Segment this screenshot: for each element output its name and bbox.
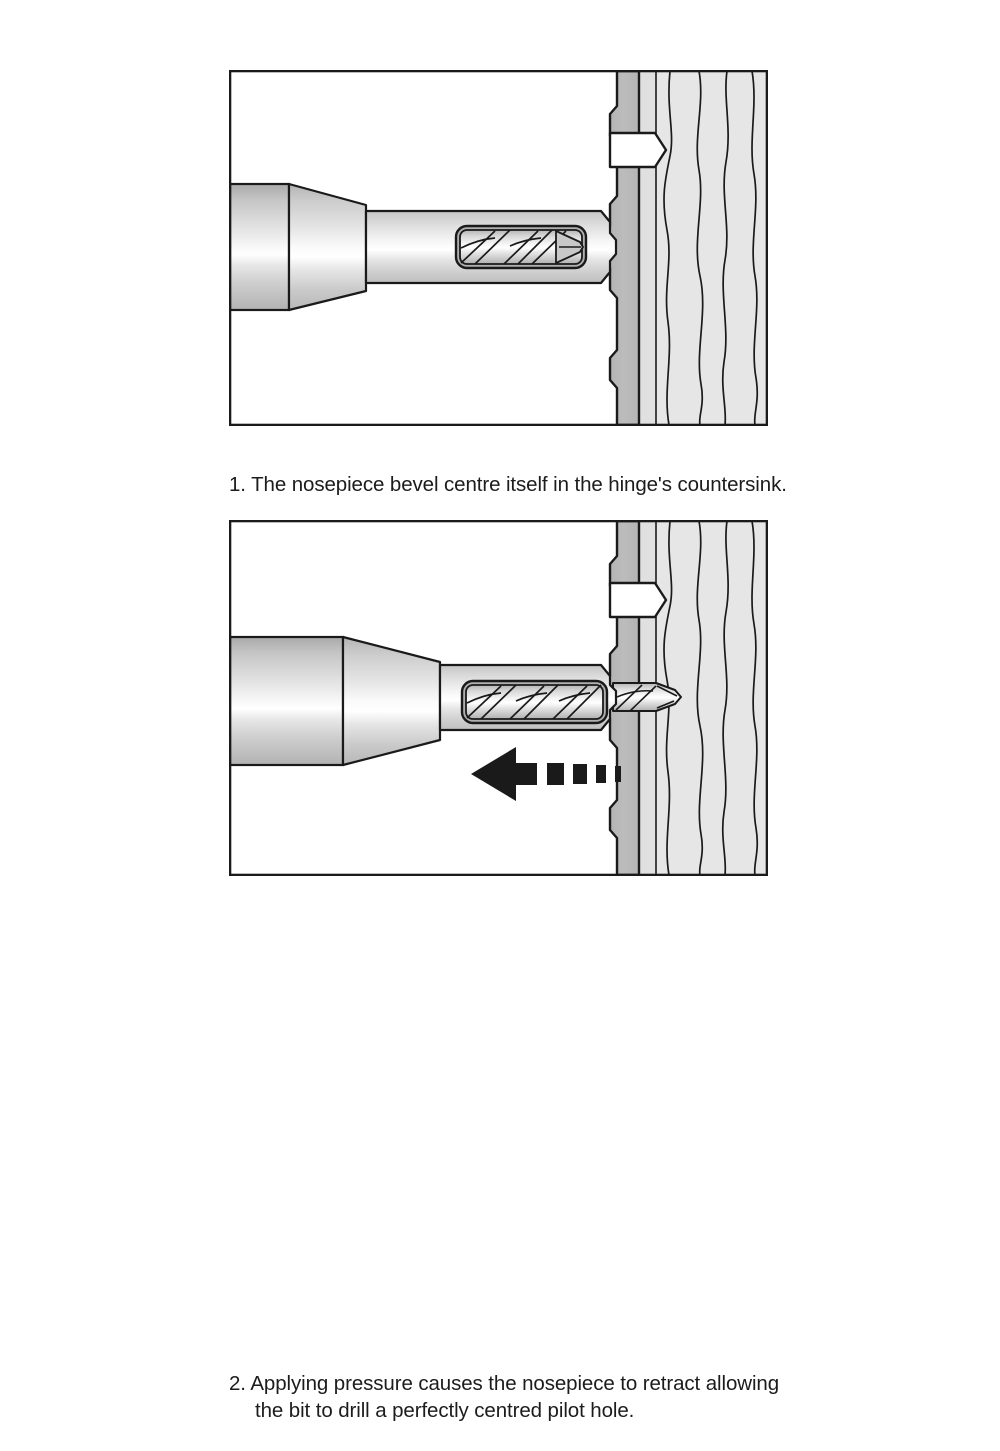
panel-2-frame [229, 520, 768, 876]
nosepiece-cone [287, 182, 368, 312]
panel-1-figure [229, 70, 768, 426]
arrow-dash-2 [573, 764, 587, 784]
arrow-dash-1 [547, 763, 564, 785]
nosepiece-cone [341, 635, 442, 767]
countersink-hole [608, 581, 668, 619]
panel-1-frame [229, 70, 768, 426]
panel-1-illustration [229, 70, 768, 426]
panel-2-figure [229, 520, 768, 876]
panel-2-caption-line-2: the bit to drill a perfectly centred pil… [255, 1399, 635, 1422]
drill-bit-window [460, 679, 609, 725]
drill-bit-window [454, 224, 588, 270]
arrow-dash-4 [615, 766, 621, 782]
drill-bit-protruding [612, 682, 682, 712]
countersink-hole [608, 131, 668, 169]
wood-grain-lines [663, 520, 759, 876]
drill-chuck-body [229, 635, 345, 767]
panel-2-illustration [229, 520, 768, 876]
diagram-sheet: 1. The nosepiece bevel centre itself in … [229, 70, 929, 1422]
panel-2-caption-line-1: 2. Applying pressure causes the nosepiec… [229, 1372, 780, 1395]
arrow-dash-3 [596, 765, 606, 783]
panel-1-caption-text: 1. The nosepiece bevel centre itself in … [229, 473, 787, 496]
workpiece-wood [640, 70, 767, 426]
drill-bit-flutes [465, 684, 604, 720]
wood-grain-lines [663, 70, 759, 426]
drill-bit-flutes [459, 229, 584, 265]
pressure-arrow [471, 747, 621, 801]
panel-1-caption: 1. The nosepiece bevel centre itself in … [229, 444, 929, 498]
drill-chuck-body [229, 182, 291, 312]
panel-2-caption: 2. Applying pressure causes the nosepiec… [229, 1343, 929, 1451]
